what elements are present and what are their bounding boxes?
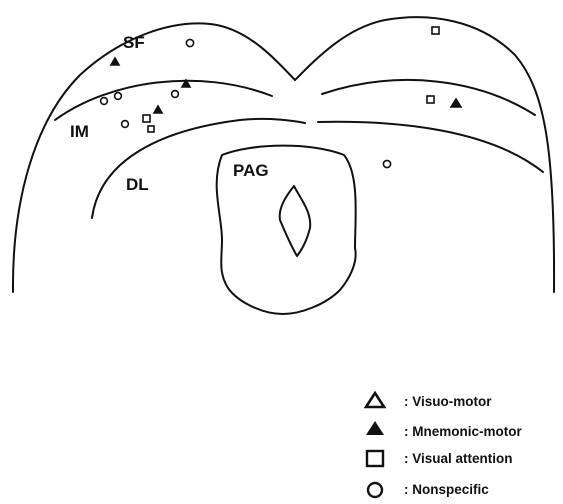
filled-triangle-icon bbox=[366, 421, 384, 435]
im-boundary-right bbox=[318, 122, 543, 172]
visual-attention-site-marker bbox=[148, 126, 154, 132]
im-boundary-left bbox=[92, 119, 305, 218]
legend-label-visuo-motor: : Visuo-motor bbox=[404, 394, 492, 409]
mnemonic-motor-site-marker bbox=[154, 106, 162, 113]
region-label-im: IM bbox=[70, 122, 89, 141]
open-circle-icon bbox=[368, 483, 382, 497]
visual-attention-site-marker bbox=[427, 96, 434, 103]
mnemonic-motor-site-marker bbox=[451, 99, 461, 107]
outer-outline bbox=[13, 17, 554, 292]
nonspecific-site-marker bbox=[383, 160, 390, 167]
region-label-sf: SF bbox=[123, 33, 145, 52]
legend-label-mnemonic-motor: : Mnemonic-motor bbox=[404, 424, 522, 439]
region-label-dl: DL bbox=[126, 175, 149, 194]
open-triangle-icon bbox=[366, 393, 384, 407]
sf-boundary-left bbox=[55, 81, 272, 120]
sf-boundary-right bbox=[322, 80, 535, 115]
nonspecific-site-marker bbox=[186, 39, 193, 46]
region-label-pag: PAG bbox=[233, 161, 269, 180]
legend-label-visual-attention: : Visual attention bbox=[404, 451, 513, 466]
legend-label-nonspecific: : Nonspecific bbox=[404, 482, 489, 497]
nonspecific-site-marker bbox=[115, 93, 122, 100]
legend: : Visuo-motor : Mnemonic-motor : Visual … bbox=[366, 393, 522, 497]
visual-attention-site-marker bbox=[432, 27, 439, 34]
open-square-icon bbox=[367, 451, 383, 466]
nonspecific-site-marker bbox=[172, 91, 179, 98]
nonspecific-site-marker bbox=[122, 121, 129, 128]
visual-attention-site-marker bbox=[143, 115, 150, 122]
mnemonic-motor-site-marker bbox=[111, 58, 119, 65]
nonspecific-site-marker bbox=[101, 98, 108, 105]
aqueduct-outline bbox=[280, 186, 311, 256]
